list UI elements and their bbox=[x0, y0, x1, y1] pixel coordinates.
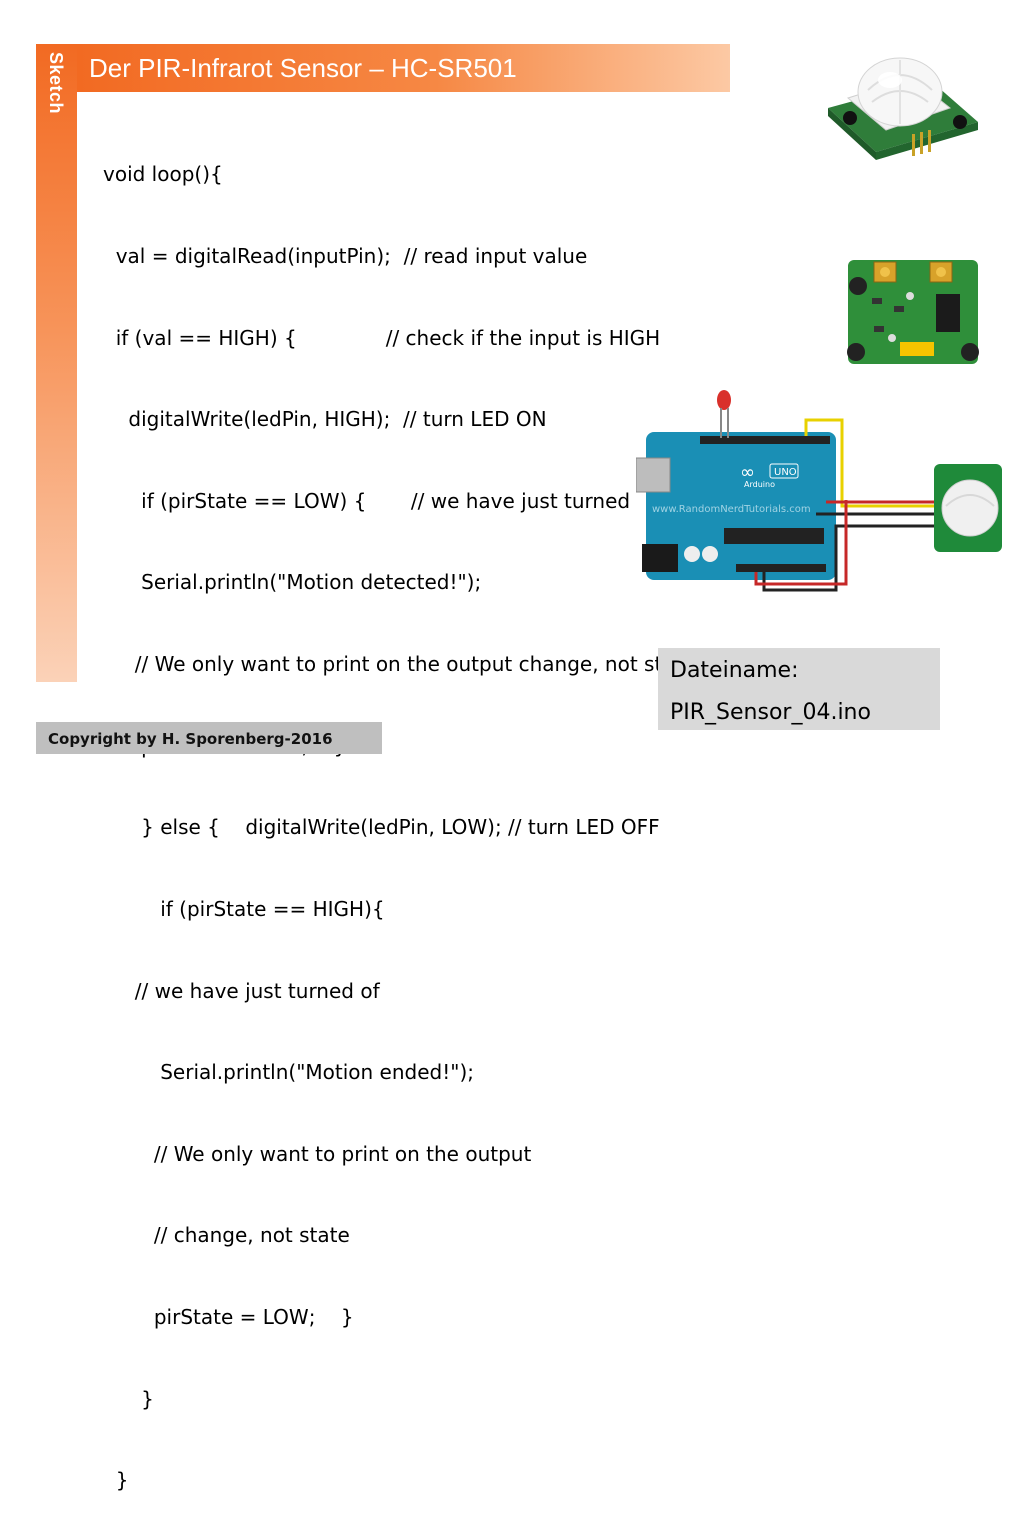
watermark-text: www.RandomNerdTutorials.com bbox=[652, 504, 811, 515]
code-listing: void loop(){ val = digitalRead(inputPin)… bbox=[103, 107, 695, 1522]
code-line: Serial.println("Motion ended!"); bbox=[103, 1060, 474, 1085]
board-brand-text: Arduino bbox=[744, 480, 775, 489]
copyright-box: Copyright by H. Sporenberg-2016 bbox=[36, 722, 382, 754]
code-line: if (pirState == HIGH){ bbox=[103, 896, 385, 921]
slide-title: Der PIR-Infrarot Sensor – HC-SR501 bbox=[89, 53, 517, 83]
code-line: } bbox=[103, 1386, 154, 1411]
code-line: if (val == HIGH) { // check if the input… bbox=[103, 325, 661, 350]
board-model-text: UNO bbox=[774, 467, 797, 478]
filename-value: PIR_Sensor_04.ino bbox=[670, 700, 871, 725]
title-bar: Der PIR-Infrarot Sensor – HC-SR501 bbox=[77, 44, 730, 92]
section-label: Sketch bbox=[36, 44, 77, 144]
code-line: digitalWrite(ledPin, HIGH); // turn LED … bbox=[103, 407, 547, 432]
pir-sensor-dome-image bbox=[828, 57, 978, 160]
code-line: val = digitalRead(inputPin); // read inp… bbox=[103, 244, 588, 269]
code-line: if (pirState == LOW) { // we have just t… bbox=[103, 488, 662, 513]
arduino-wiring-diagram: ∞ UNO Arduino www.RandomNerdTutorials.co… bbox=[636, 388, 1004, 600]
pir-sensor-pcb-image bbox=[844, 256, 982, 368]
svg-text:∞: ∞ bbox=[740, 462, 755, 483]
section-label-text: Sketch bbox=[46, 52, 66, 115]
code-line: } bbox=[103, 1468, 129, 1493]
filename-box: Dateiname: PIR_Sensor_04.ino bbox=[658, 648, 940, 730]
code-line: // we have just turned of bbox=[103, 978, 380, 1003]
code-line: } else { digitalWrite(ledPin, LOW); // t… bbox=[103, 815, 660, 840]
code-line: // We only want to print on the output c… bbox=[103, 652, 695, 677]
filename-label: Dateiname: bbox=[670, 658, 799, 683]
side-accent-bar: Sketch bbox=[36, 44, 77, 682]
copyright-text: Copyright by H. Sporenberg-2016 bbox=[48, 730, 333, 748]
code-line: Serial.println("Motion detected!"); bbox=[103, 570, 482, 595]
code-line: pirState = LOW; } bbox=[103, 1304, 354, 1329]
code-line: // change, not state bbox=[103, 1223, 350, 1248]
code-line: // We only want to print on the output bbox=[103, 1141, 532, 1166]
code-line: void loop(){ bbox=[103, 162, 223, 187]
